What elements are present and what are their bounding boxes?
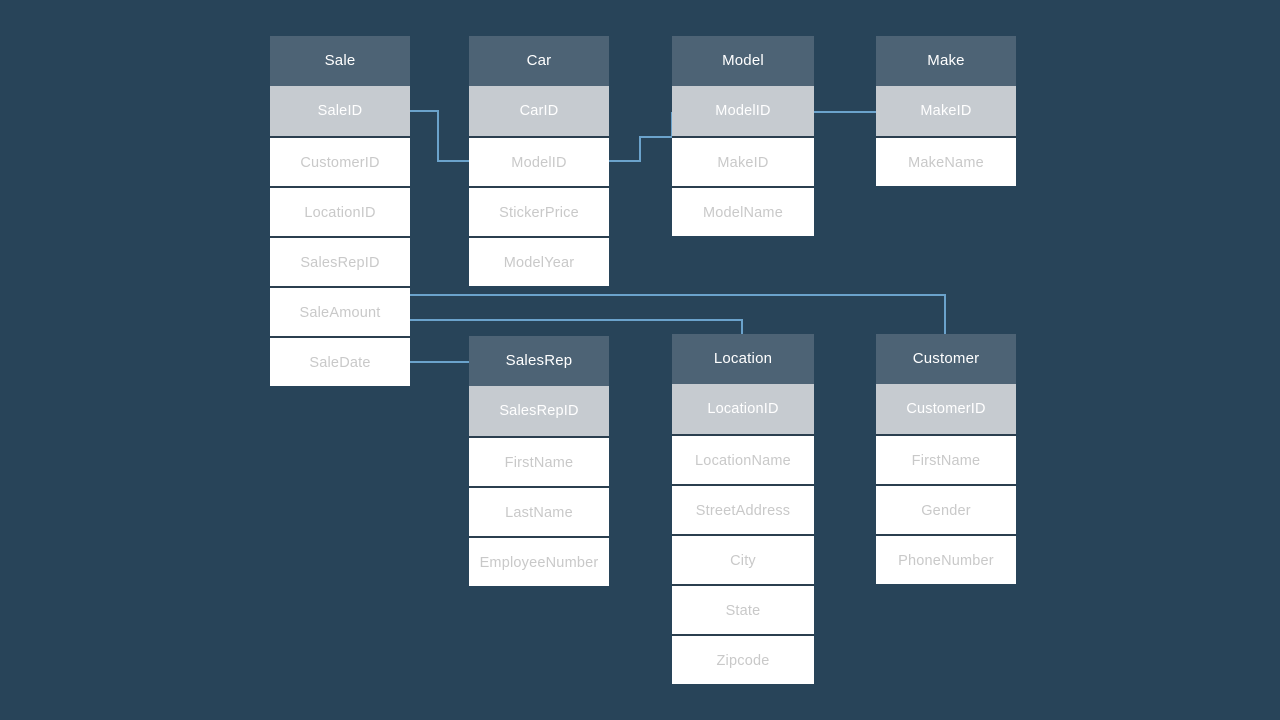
field-state[interactable]: State: [672, 584, 814, 634]
primary-key-field-locationid[interactable]: LocationID: [672, 384, 814, 434]
relationship-line-4: [410, 319, 743, 334]
field-saleamount[interactable]: SaleAmount: [270, 286, 410, 336]
field-phonenumber[interactable]: PhoneNumber: [876, 534, 1016, 584]
primary-key-field-saleid[interactable]: SaleID: [270, 86, 410, 136]
relationship-line-1: [609, 112, 673, 162]
primary-key-field-carid[interactable]: CarID: [469, 86, 609, 136]
field-zipcode[interactable]: Zipcode: [672, 634, 814, 684]
entity-header-customer: Customer: [876, 334, 1016, 384]
field-customerid[interactable]: CustomerID: [270, 136, 410, 186]
field-modelyear[interactable]: ModelYear: [469, 236, 609, 286]
relationship-line-3: [410, 294, 946, 334]
field-modelid[interactable]: ModelID: [469, 136, 609, 186]
primary-key-field-modelid[interactable]: ModelID: [672, 86, 814, 136]
field-saledate[interactable]: SaleDate: [270, 336, 410, 386]
field-firstname[interactable]: FirstName: [876, 434, 1016, 484]
entity-header-make: Make: [876, 36, 1016, 86]
field-stickerprice[interactable]: StickerPrice: [469, 186, 609, 236]
field-salesrepid[interactable]: SalesRepID: [270, 236, 410, 286]
field-city[interactable]: City: [672, 534, 814, 584]
entity-header-salesrep: SalesRep: [469, 336, 609, 386]
primary-key-field-customerid[interactable]: CustomerID: [876, 384, 1016, 434]
field-gender[interactable]: Gender: [876, 484, 1016, 534]
field-streetaddress[interactable]: StreetAddress: [672, 484, 814, 534]
relationship-line-0: [410, 110, 469, 162]
field-locationid[interactable]: LocationID: [270, 186, 410, 236]
primary-key-field-makeid[interactable]: MakeID: [876, 86, 1016, 136]
field-firstname[interactable]: FirstName: [469, 436, 609, 486]
entity-header-location: Location: [672, 334, 814, 384]
entity-header-model: Model: [672, 36, 814, 86]
field-employeenumber[interactable]: EmployeeNumber: [469, 536, 609, 586]
field-makename[interactable]: MakeName: [876, 136, 1016, 186]
field-modelname[interactable]: ModelName: [672, 186, 814, 236]
entity-header-sale: Sale: [270, 36, 410, 86]
field-makeid[interactable]: MakeID: [672, 136, 814, 186]
primary-key-field-salesrepid[interactable]: SalesRepID: [469, 386, 609, 436]
field-locationname[interactable]: LocationName: [672, 434, 814, 484]
field-lastname[interactable]: LastName: [469, 486, 609, 536]
entity-header-car: Car: [469, 36, 609, 86]
